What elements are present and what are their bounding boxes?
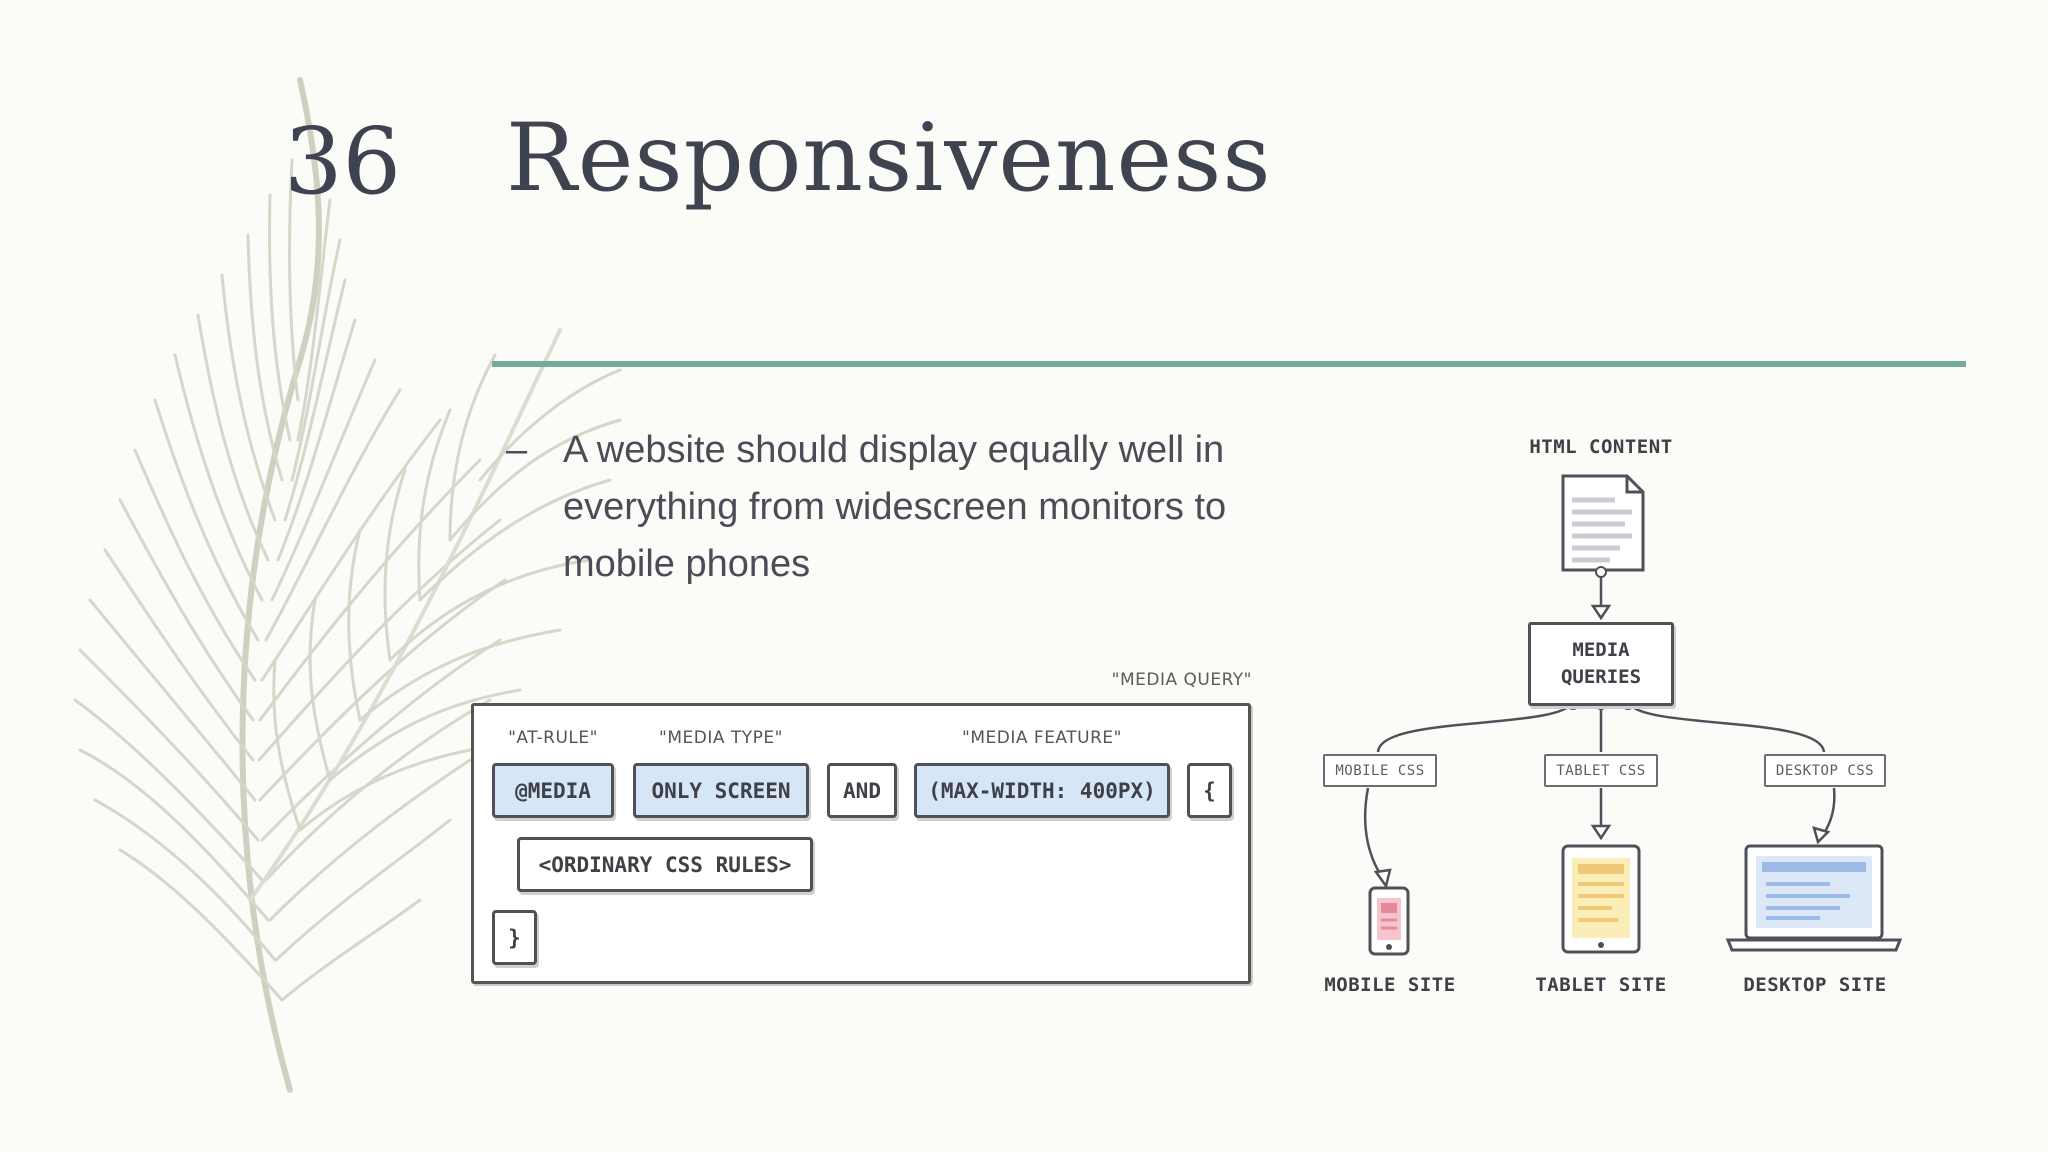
- chip-at-media: @MEDIA: [492, 763, 614, 818]
- desktop-css-tag: DESKTOP CSS: [1764, 754, 1886, 787]
- html-content-label: HTML CONTENT: [1529, 436, 1673, 458]
- chip-max-width: (MAX-WIDTH: 400PX): [914, 763, 1170, 818]
- media-queries-line2: QUERIES: [1560, 666, 1642, 688]
- label-at-rule: "AT-RULE": [508, 728, 598, 748]
- bullet-point: – A website should display equally well …: [506, 422, 1266, 593]
- mobile-css-tag: MOBILE CSS: [1323, 754, 1437, 787]
- label-media-type: "MEDIA TYPE": [659, 728, 783, 748]
- tablet-site-label: TABLET SITE: [1535, 974, 1667, 996]
- tablet-device-icon: [1561, 844, 1641, 954]
- chip-and: AND: [827, 763, 897, 818]
- html-document-icon: [1561, 474, 1645, 572]
- bullet-text: A website should display equally well in…: [563, 429, 1227, 585]
- chip-css-rules: <ORDINARY CSS RULES>: [517, 837, 813, 892]
- chip-only-screen: ONLY SCREEN: [633, 763, 809, 818]
- mobile-device-icon: [1368, 886, 1410, 956]
- feather-decoration: [73, 77, 622, 1093]
- slide-number: 36: [284, 108, 402, 215]
- slide-title: Responsiveness: [506, 104, 1272, 213]
- mobile-site-label: MOBILE SITE: [1324, 974, 1456, 996]
- label-media-feature: "MEDIA FEATURE": [962, 728, 1122, 748]
- media-queries-node: MEDIA QUERIES: [1528, 622, 1674, 706]
- media-query-caption: "MEDIA QUERY": [1111, 670, 1252, 690]
- chip-close-brace: }: [492, 910, 537, 965]
- tablet-css-tag: TABLET CSS: [1544, 754, 1658, 787]
- chip-open-brace: {: [1187, 763, 1232, 818]
- title-divider: [492, 361, 1966, 367]
- desktop-site-label: DESKTOP SITE: [1743, 974, 1887, 996]
- laptop-device-icon: [1725, 844, 1903, 952]
- media-queries-line1: MEDIA: [1572, 639, 1630, 661]
- bullet-dash: –: [506, 429, 528, 471]
